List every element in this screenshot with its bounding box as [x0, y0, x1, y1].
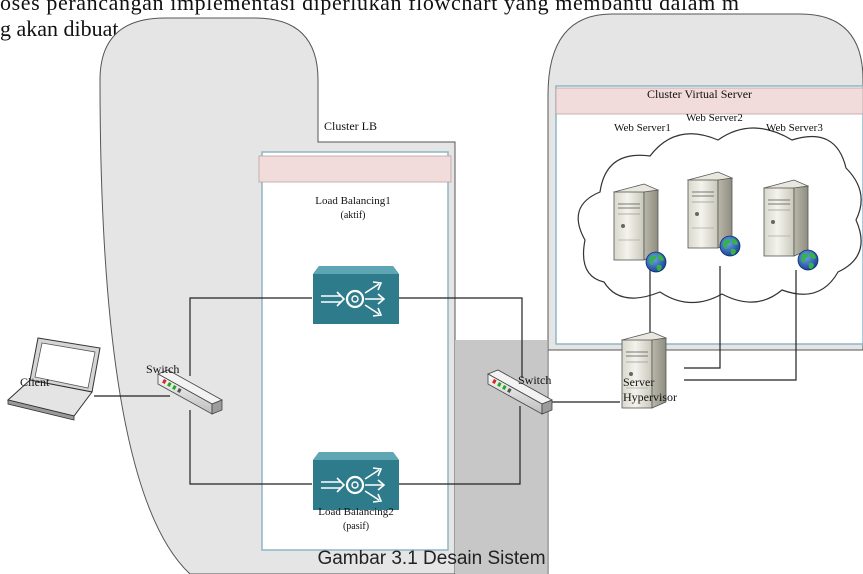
- cluster-virtual-label: Cluster Virtual Server: [647, 87, 752, 101]
- web-server-3: [763, 179, 809, 257]
- client-laptop: [6, 337, 101, 421]
- intro-line-2: g akan dibuat.: [0, 16, 125, 41]
- lb2-state-label: (pasif): [343, 521, 369, 532]
- figure-caption: Gambar 3.1 Desain Sistem: [317, 548, 546, 569]
- switch-1-label: Switch: [146, 362, 179, 376]
- virtual-header-bar: [555, 87, 863, 115]
- web-server-2: [687, 171, 733, 249]
- lb2-name-label: Load Balancing2: [318, 506, 393, 518]
- load-balancer-1: [311, 264, 401, 326]
- globe-icon-ws2: [719, 235, 741, 257]
- web-server-3-label: Web Server3: [766, 122, 823, 134]
- link-switch-lb1: [189, 297, 312, 376]
- connection-lines: [94, 260, 797, 485]
- link-lb2-switch2: [398, 406, 521, 485]
- globe-icon-ws3: [797, 249, 819, 271]
- link-ws2-hypervisor: [684, 266, 721, 369]
- lb-header-bar: [258, 155, 452, 183]
- link-switch-lb2: [189, 410, 312, 485]
- switch-2-label: Switch: [518, 373, 551, 387]
- lb1-state-label: (aktif): [341, 210, 366, 221]
- intro-paragraph: oses perancangan implementasi diperlukan…: [0, 0, 863, 42]
- client-label: Client: [20, 375, 50, 389]
- hypervisor-label-line2: Hypervisor: [623, 390, 677, 404]
- web-server-1-label: Web Server1: [614, 122, 671, 134]
- hypervisor-label-line1: Server: [623, 375, 654, 389]
- web-server-2-label: Web Server2: [686, 112, 743, 124]
- link-ws3-hypervisor: [684, 270, 797, 381]
- web-server-1: [613, 183, 659, 261]
- lb1-name-label: Load Balancing1: [315, 195, 390, 207]
- load-balancer-2: [311, 450, 401, 512]
- intro-line-1: oses perancangan implementasi diperlukan…: [0, 0, 740, 15]
- link-lb1-switch2: [398, 297, 523, 378]
- globe-icon-ws1: [645, 251, 667, 273]
- cluster-lb-label: Cluster LB: [324, 119, 377, 133]
